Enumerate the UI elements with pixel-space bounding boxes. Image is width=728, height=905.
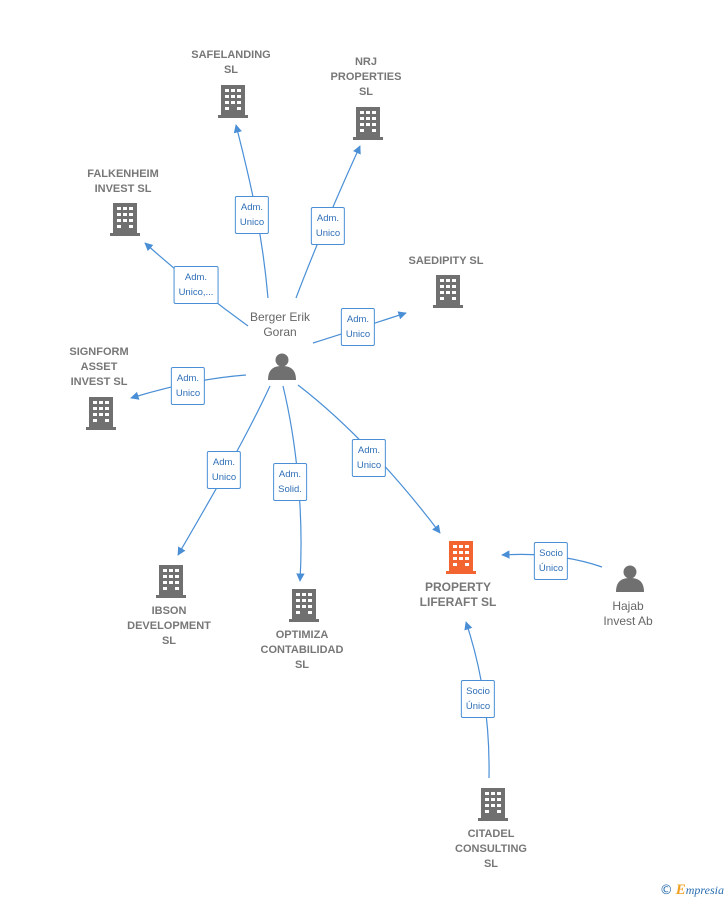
node-label-property[interactable]: PROPERTY LIFERAFT SL bbox=[419, 580, 497, 609]
building-icon-optimiza bbox=[289, 589, 319, 622]
empresia-logo: © Empresia bbox=[660, 882, 724, 899]
edge-label-saedipity: Adm. Unico bbox=[340, 308, 376, 346]
edge-label-hajab: Socio Único bbox=[533, 542, 569, 580]
node-label-saedipity[interactable]: SAEDIPITY SL bbox=[408, 255, 484, 267]
edge-label-optimiza: Adm. Solid. bbox=[273, 463, 307, 501]
building-icon-safelanding bbox=[218, 85, 248, 118]
node-label-signform[interactable]: SIGNFORM ASSET INVEST SL bbox=[69, 346, 129, 388]
building-icon-signform bbox=[86, 397, 116, 430]
edge-label-falkenheim: Adm. Unico,... bbox=[173, 266, 219, 304]
building-icon-falkenheim bbox=[110, 203, 140, 236]
edge-label-ibson: Adm. Unico bbox=[206, 451, 242, 489]
edge-label-property: Adm. Unico bbox=[351, 439, 387, 477]
node-label-berger[interactable]: Berger Erik Goran bbox=[249, 310, 311, 339]
node-label-hajab[interactable]: Hajab Invest Ab bbox=[603, 599, 653, 628]
edge-label-nrj: Adm. Unico bbox=[310, 207, 346, 245]
person-icon-hajab bbox=[616, 565, 644, 592]
brand-name: mpresia bbox=[685, 883, 724, 897]
node-label-falkenheim[interactable]: FALKENHEIM INVEST SL bbox=[87, 168, 159, 195]
node-label-safelanding[interactable]: SAFELANDING SL bbox=[191, 49, 271, 76]
building-icon-ibson bbox=[156, 565, 186, 598]
edge-label-citadel: Socio Único bbox=[460, 680, 496, 718]
brand-initial: E bbox=[675, 882, 686, 898]
copyright-symbol: © bbox=[659, 883, 673, 898]
node-label-nrj[interactable]: NRJ PROPERTIES SL bbox=[330, 56, 402, 98]
building-icon-saedipity bbox=[433, 275, 463, 308]
building-icon-nrj bbox=[353, 107, 383, 140]
edge-label-signform: Adm. Unico bbox=[170, 367, 206, 405]
building-icon-citadel bbox=[478, 788, 508, 821]
edge-label-safelanding: Adm. Unico bbox=[234, 196, 270, 234]
building-icon-property bbox=[446, 541, 476, 574]
node-label-optimiza[interactable]: OPTIMIZA CONTABILIDAD SL bbox=[260, 629, 344, 671]
node-label-ibson[interactable]: IBSON DEVELOPMENT SL bbox=[127, 605, 211, 647]
person-icon-berger bbox=[268, 353, 296, 380]
node-label-citadel[interactable]: CITADEL CONSULTING SL bbox=[455, 828, 527, 870]
